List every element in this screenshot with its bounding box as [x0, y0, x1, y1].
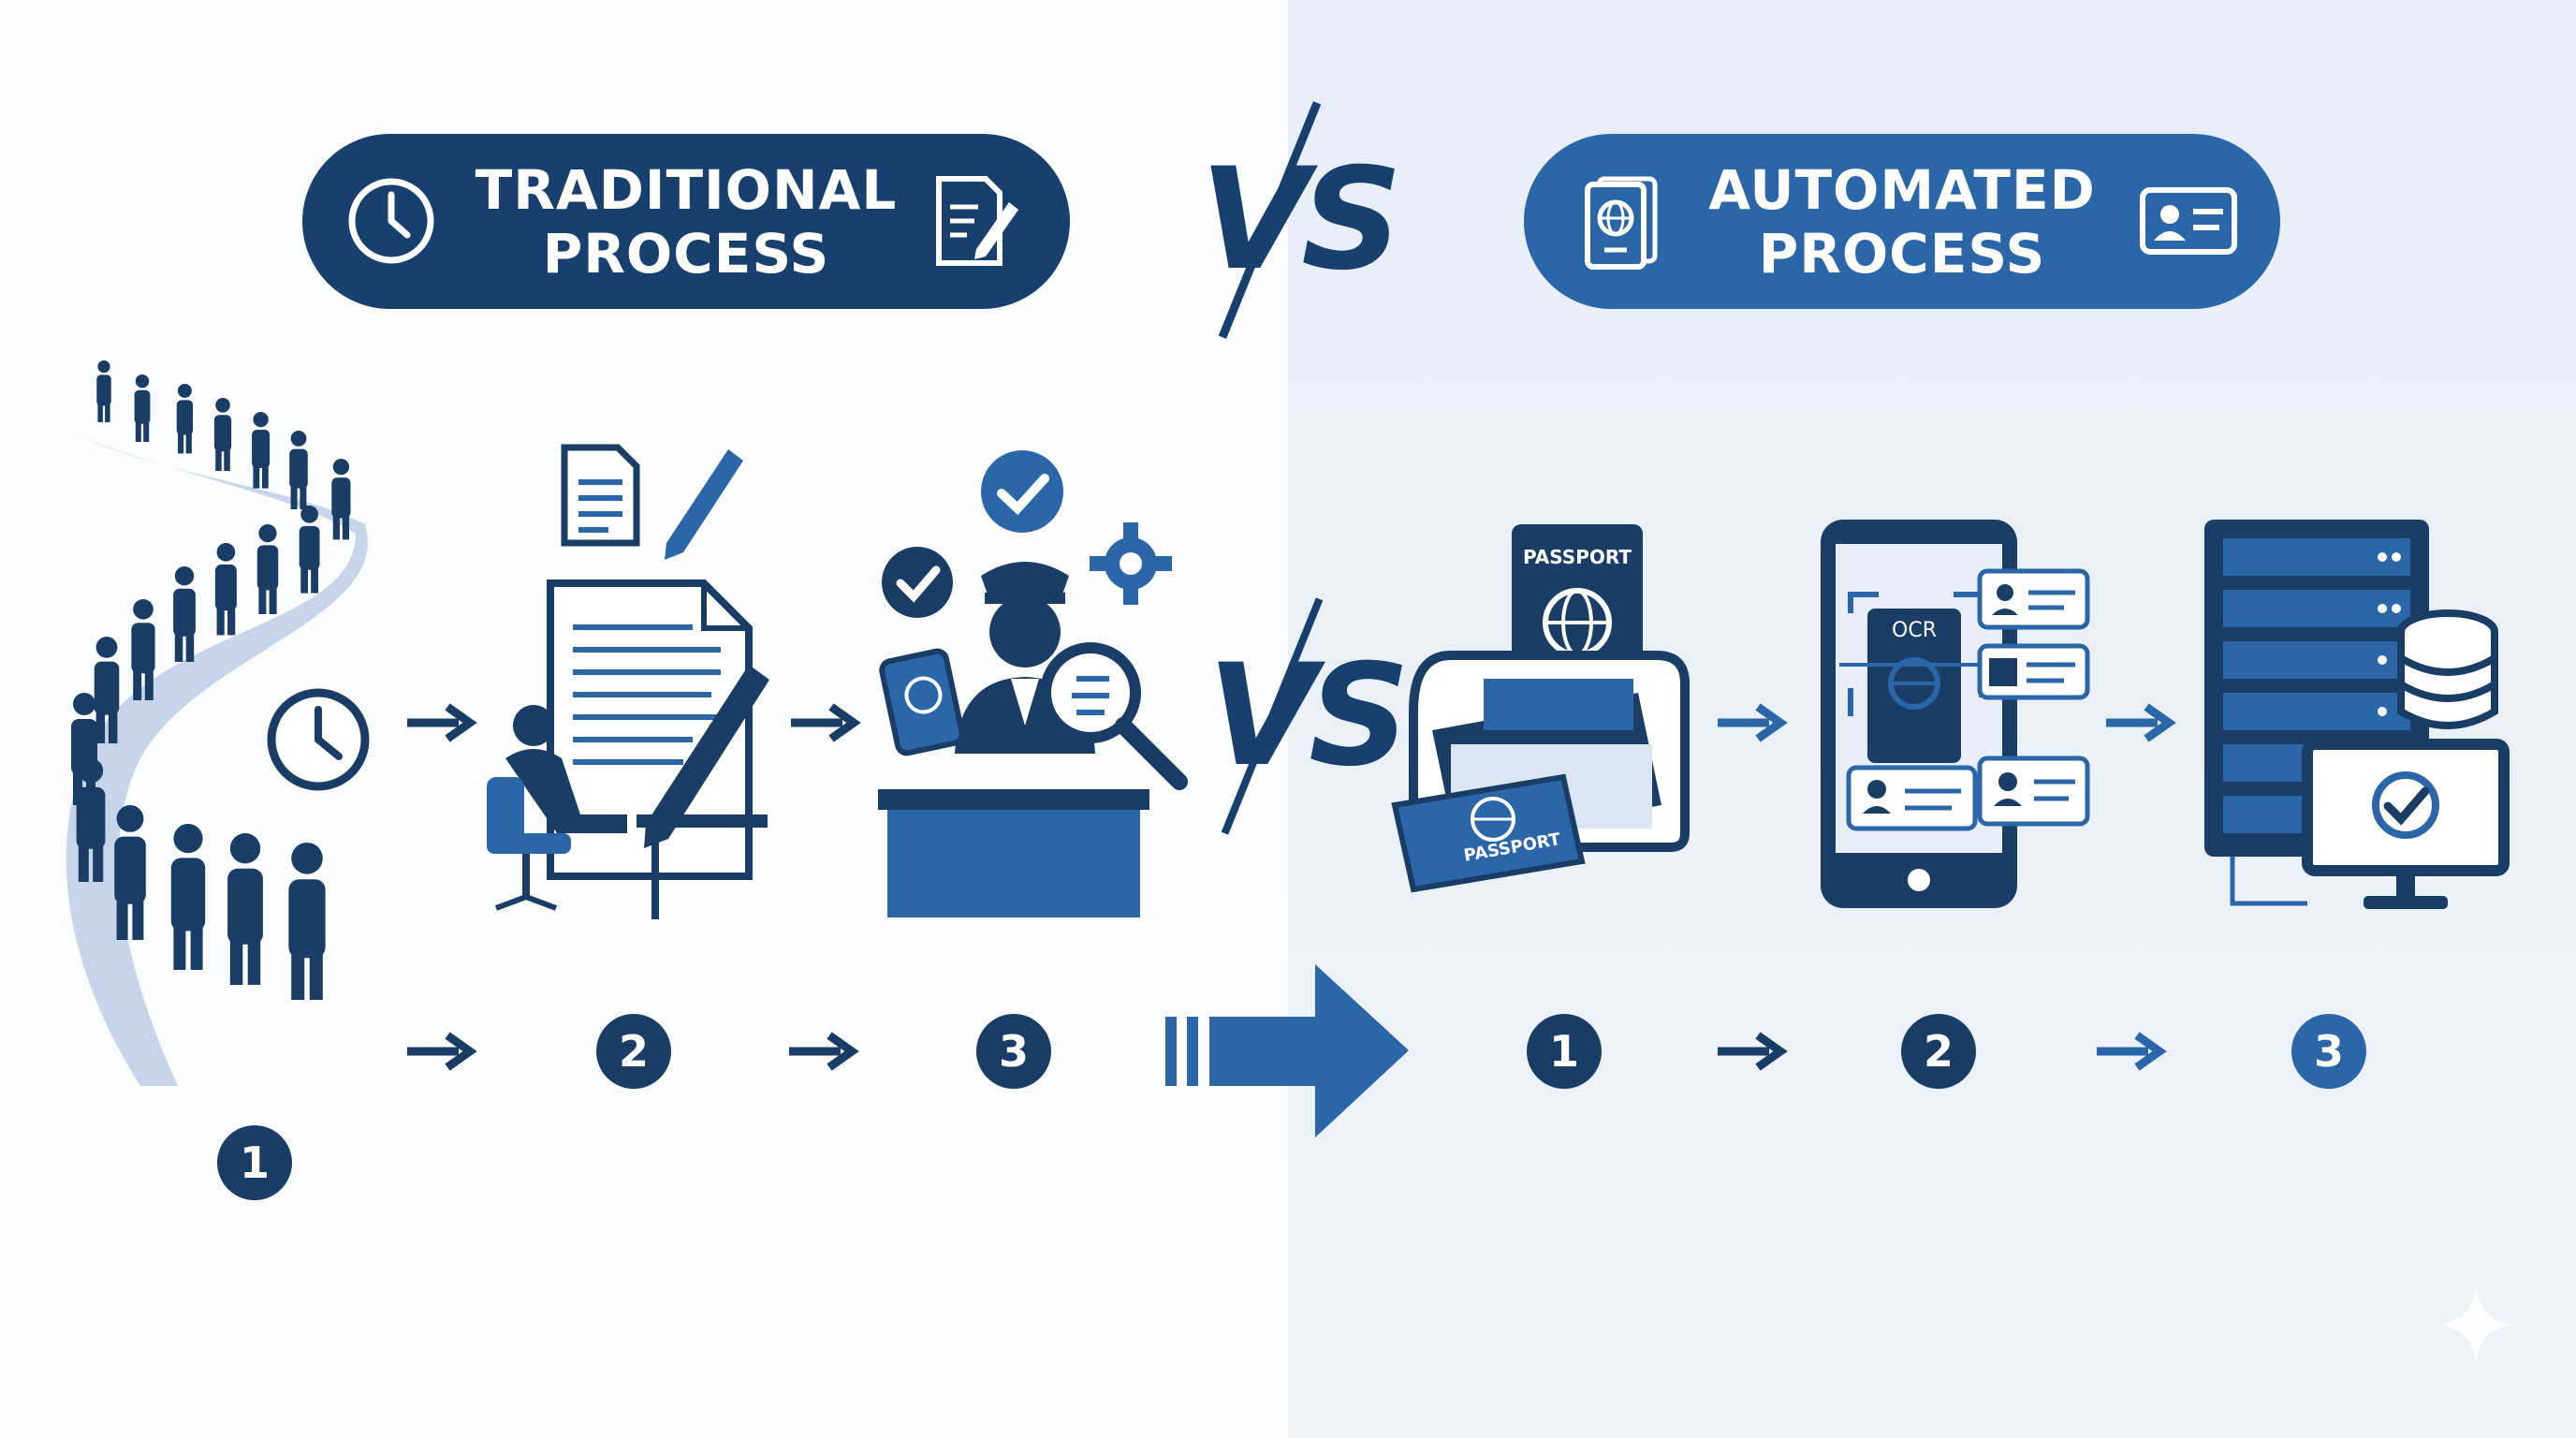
- traditional-step-1: 1: [217, 1125, 292, 1200]
- traditional-title-line2: PROCESS: [542, 221, 830, 286]
- auto-arrow-1: [1718, 703, 1788, 742]
- people-queue-illustration: [66, 360, 368, 1086]
- vs-middle-label: VS: [1208, 635, 1410, 798]
- gear-icon: [1090, 522, 1172, 605]
- database-icon: [2397, 609, 2498, 729]
- paper-form-illustration: [487, 444, 769, 919]
- automated-step-2: 2: [1901, 1014, 1976, 1089]
- passport-icon: [1585, 176, 1658, 270]
- traditional-title-line1: TRADITIONAL: [475, 157, 898, 222]
- check-badge-icon: [981, 450, 1063, 533]
- trad-step-arrow-2: [789, 1032, 859, 1071]
- automated-step-3: 3: [2291, 1014, 2366, 1089]
- trad-arrow-2: [791, 703, 861, 742]
- small-document-icon: [561, 444, 640, 547]
- vs-top-label: VS: [1200, 139, 1402, 301]
- transition-arrow: [1165, 964, 1409, 1137]
- ocr-phone-illustration: OCR: [1821, 520, 2090, 908]
- automated-title-line2: PROCESS: [1758, 221, 2046, 286]
- officer-check-illustration: [878, 450, 1188, 917]
- automated-title-line1: AUTOMATED: [1708, 157, 2096, 222]
- automated-step-1: 1: [1527, 1014, 1602, 1089]
- trad-step-arrow-1: [407, 1032, 477, 1071]
- sparkle-icon: [2438, 1287, 2513, 1362]
- waiting-clock-icon: [267, 688, 370, 791]
- auto-step-arrow-2: [2097, 1032, 2167, 1071]
- traditional-step-3: 3: [976, 1014, 1051, 1089]
- auto-step-arrow-1: [1718, 1032, 1788, 1071]
- ocr-label: OCR: [1892, 619, 1937, 642]
- traditional-process-header: TRADITIONAL PROCESS: [302, 134, 1070, 309]
- traditional-step-2: 2: [596, 1014, 671, 1089]
- server-database-illustration: [2204, 520, 2510, 909]
- auto-arrow-2: [2106, 703, 2176, 742]
- trad-arrow-1: [407, 703, 477, 742]
- id-card-icon: [2140, 187, 2237, 255]
- passport-scanner-illustration: PASSPORT PASSPORT: [1391, 524, 1690, 893]
- passport-label-top: PASSPORT: [1523, 546, 1632, 568]
- automated-process-header: AUTOMATED PROCESS: [1524, 134, 2280, 309]
- form-pen-icon: [936, 176, 1018, 266]
- clock-icon: [348, 178, 434, 264]
- small-pen-icon: [665, 449, 743, 560]
